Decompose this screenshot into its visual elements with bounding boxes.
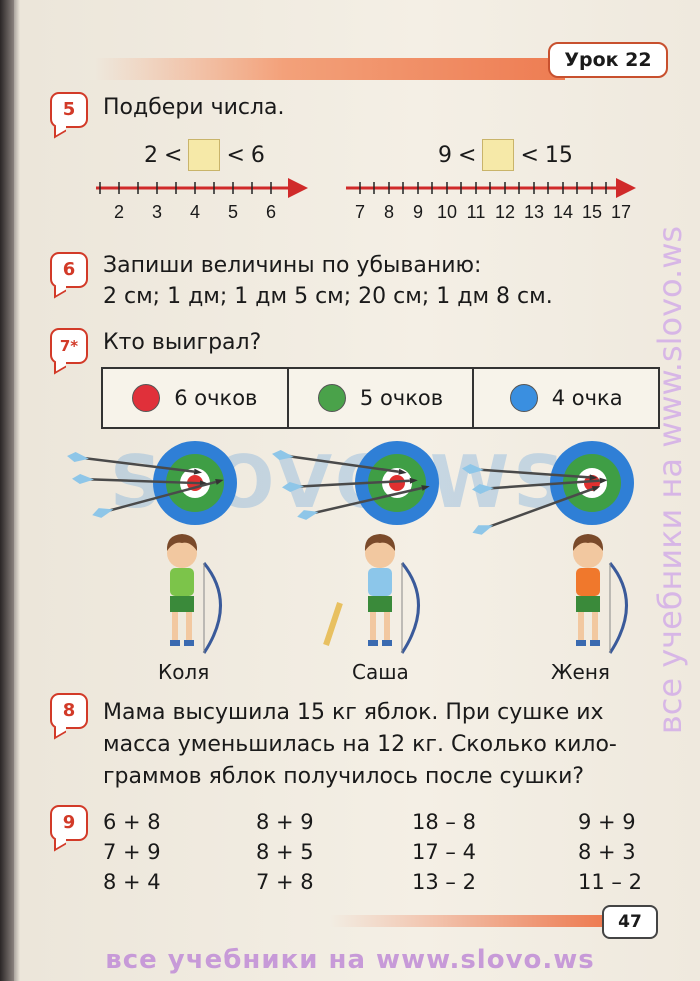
score-table: 6 очков 5 очков 4 очка	[101, 367, 660, 429]
expression: 18 – 8	[412, 810, 476, 834]
score-cell: 5 очков	[289, 369, 475, 427]
number-line-right	[346, 178, 636, 198]
task-7-badge: 7*	[50, 328, 88, 364]
task-5-badge: 5	[50, 92, 88, 128]
tick-label: 12	[495, 202, 515, 222]
task-6-line-2: 2 см; 1 дм; 1 дм 5 см; 20 см; 1 дм 8 см.	[103, 284, 553, 309]
name-kolya: Коля	[158, 660, 210, 684]
red-circle-icon	[132, 384, 161, 412]
tick-label: 13	[524, 202, 544, 222]
task-5-right-inequality: 9 < < 15	[438, 139, 573, 171]
tick-label: 7	[355, 202, 365, 222]
tick-label: 2	[114, 202, 124, 222]
expression: 7 + 8	[256, 870, 314, 894]
task-8-badge: 8	[50, 693, 88, 729]
task-7-title: Кто выиграл?	[103, 330, 262, 355]
ineq-left-op2: <	[226, 142, 245, 168]
tick-label: 4	[190, 202, 200, 222]
tick-label: 15	[582, 202, 602, 222]
expression: 17 – 4	[412, 840, 476, 864]
score-label: 5 очков	[359, 386, 444, 410]
arrow-right-icon	[616, 178, 636, 198]
tick-label: 10	[437, 202, 457, 222]
expression: 8 + 3	[578, 840, 636, 864]
tick-label: 17	[611, 202, 631, 222]
task-8-line-2: масса уменьшилась на 12 кг. Сколько кило…	[103, 732, 617, 757]
target-3	[460, 441, 634, 539]
task-5-title: Подбери числа.	[103, 95, 285, 120]
tick-label: 5	[228, 202, 238, 222]
task-8-line-3: граммов яблок получилось после сушки?	[103, 764, 585, 789]
tick-label: 8	[384, 202, 394, 222]
task-6-line-1: Запиши величины по убыванию:	[103, 253, 482, 278]
page-number: 47	[602, 905, 658, 939]
archer-sasha	[363, 532, 420, 655]
ineq-left-op1: <	[164, 142, 183, 168]
task-9-badge: 9	[50, 805, 88, 841]
answer-box-left[interactable]	[188, 139, 221, 171]
answer-box-right[interactable]	[482, 139, 515, 171]
ineq-right-op1: <	[458, 142, 477, 168]
task-8-line-1: Мама высушила 15 кг яблок. При сушке их	[103, 700, 604, 725]
expression: 8 + 4	[103, 870, 161, 894]
tick-label: 3	[152, 202, 162, 222]
pencil-icon	[323, 602, 343, 646]
archery-illustration	[65, 441, 634, 655]
green-circle-icon	[317, 384, 346, 412]
score-cell: 4 очка	[474, 369, 658, 427]
lesson-badge: Урок 22	[548, 42, 668, 78]
expression: 9 + 9	[578, 810, 636, 834]
blue-circle-icon	[509, 384, 538, 412]
expression: 13 – 2	[412, 870, 476, 894]
tick-label: 11	[467, 202, 486, 222]
number-lines: 2 3 4 5 6 7 8 9 10 11 12 13 14 15 17	[96, 178, 636, 222]
tick-label: 14	[553, 202, 573, 222]
score-label: 6 очков	[174, 386, 258, 410]
expression: 7 + 9	[103, 840, 161, 864]
tick-label: 9	[413, 202, 423, 222]
lesson-header-bar	[95, 58, 565, 80]
score-cell: 6 очков	[103, 369, 289, 427]
arrow-right-icon	[288, 178, 308, 198]
side-watermark: все учебники на www.slovo.ws	[650, 120, 690, 840]
ineq-right-b: 15	[544, 142, 573, 168]
archer-zhenya	[571, 532, 628, 655]
book-binding	[0, 0, 14, 981]
bottom-watermark: все учебники на www.slovo.ws	[105, 945, 595, 975]
ineq-left-a: 2	[144, 142, 158, 168]
ineq-left-b: 6	[250, 142, 265, 168]
target-2	[270, 441, 439, 525]
page-number-bar	[330, 915, 602, 927]
ineq-right-a: 9	[438, 142, 452, 168]
target-1	[65, 441, 237, 525]
task-6-badge: 6	[50, 252, 88, 288]
ineq-right-op2: <	[520, 142, 539, 168]
archer-kolya	[165, 532, 222, 655]
name-zhenya: Женя	[551, 660, 610, 684]
tick-label: 6	[266, 202, 276, 222]
expression: 8 + 9	[256, 810, 314, 834]
task-5-left-inequality: 2 < < 6	[144, 139, 265, 171]
number-line-left	[96, 178, 308, 198]
score-label: 4 очка	[551, 386, 623, 410]
side-watermark-text: все учебники на www.slovo.ws	[651, 225, 689, 735]
name-sasha: Саша	[352, 660, 409, 684]
expression: 6 + 8	[103, 810, 161, 834]
expression: 11 – 2	[578, 870, 642, 894]
expression: 8 + 5	[256, 840, 314, 864]
